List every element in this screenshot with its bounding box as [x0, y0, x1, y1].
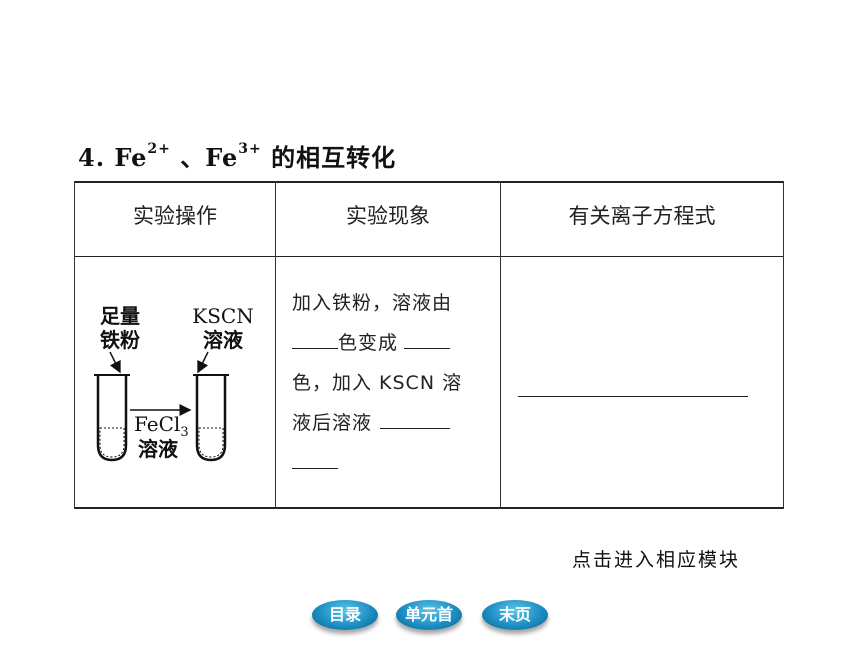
- ion-charge-2: 2+: [147, 141, 171, 157]
- col-border: [74, 181, 75, 509]
- reagent-kscn-label: KSCN 溶液: [188, 304, 258, 352]
- reagent-left-line1: 足量: [100, 304, 140, 328]
- section-title-text: 的相互转化: [271, 143, 397, 172]
- phenomenon-line4: 液后溶液: [292, 403, 492, 443]
- arrow-icon: [197, 351, 209, 374]
- header-phenomenon: 实验现象: [346, 204, 430, 228]
- header-divider: [74, 256, 784, 257]
- header-operation: 实验操作: [133, 204, 217, 228]
- section-heading: 4. Fe2+ 、Fe3+ 的相互转化: [78, 138, 396, 173]
- blank-2: [404, 330, 451, 349]
- phenomenon-line2: 色变成: [292, 323, 492, 363]
- phenomenon-line4-text: 液后溶液: [292, 412, 373, 434]
- test-tubes-drawing: [94, 351, 229, 462]
- contents-button[interactable]: 目录: [312, 600, 378, 630]
- blank-3: [380, 410, 451, 429]
- fecl3-solution-label: 溶液: [138, 437, 178, 461]
- header-equation: 有关离子方程式: [568, 204, 716, 228]
- reagent-right-line1: KSCN: [192, 304, 254, 328]
- ion-fe: Fe: [114, 143, 148, 172]
- test-tube-icon: [195, 375, 227, 462]
- table-bottom-border: [74, 507, 784, 509]
- col-border: [783, 181, 784, 509]
- phenomenon-line2-text: 色变成: [338, 332, 399, 354]
- unit-first-button[interactable]: 单元首: [396, 600, 462, 630]
- arrow-icon: [109, 351, 121, 374]
- blank-4: [292, 450, 338, 469]
- liquid-icon: [198, 427, 224, 458]
- fecl3-formula: FeCl3: [134, 412, 189, 445]
- section-number: 4.: [78, 143, 106, 172]
- phenomenon-line5: [292, 443, 492, 483]
- phenomenon-line1: 加入铁粉，溶液由: [292, 292, 453, 314]
- test-tube-icon: [96, 375, 128, 462]
- equation-answer-blank: [518, 396, 748, 397]
- liquid-icon: [99, 427, 125, 458]
- table-top-border: [74, 181, 784, 183]
- navigation-hint: 点击进入相应模块: [572, 549, 741, 571]
- reagent-iron-powder-label: 足量 铁粉: [100, 304, 140, 352]
- experiment-table: [74, 181, 784, 509]
- col-border: [275, 181, 276, 509]
- separator: 、: [180, 143, 206, 172]
- blank-1: [292, 330, 338, 349]
- ion-charge-3: 3+: [238, 141, 262, 157]
- reagent-right-line2: 溶液: [203, 328, 243, 352]
- reagent-left-line2: 铁粉: [100, 328, 140, 352]
- fecl3-text: FeCl: [134, 412, 181, 436]
- phenomenon-line3: 色，加入 KSCN 溶: [292, 372, 463, 394]
- last-page-button[interactable]: 末页: [482, 600, 548, 630]
- ion-fe: Fe: [205, 143, 239, 172]
- phenomenon-text: 加入铁粉，溶液由 色变成 色，加入 KSCN 溶 液后溶液: [292, 283, 492, 483]
- col-border: [500, 181, 501, 509]
- fecl3-subscript: 3: [180, 425, 189, 440]
